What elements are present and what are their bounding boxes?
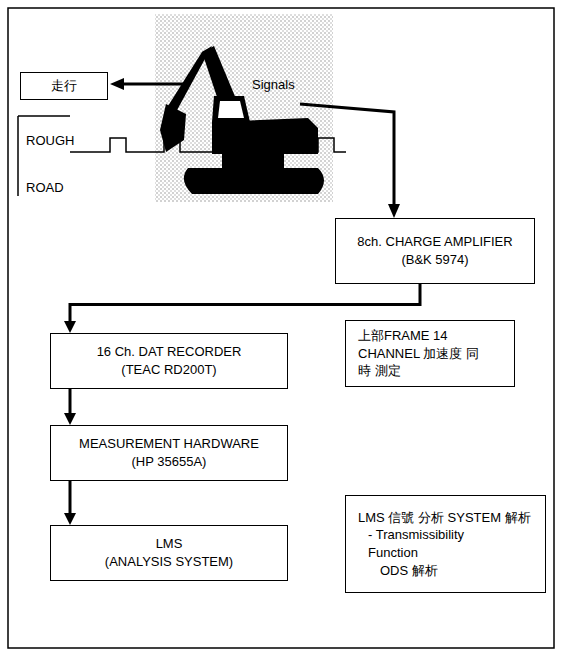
travel-arrow [122, 83, 184, 86]
note-text: - Transmissibility Function [358, 526, 486, 561]
cab-window [218, 101, 244, 118]
connector-line [70, 284, 420, 323]
box-text: 8ch. CHARGE AMPLIFIER [357, 233, 512, 251]
connector-line [69, 389, 72, 415]
arrowhead [110, 78, 124, 90]
arrowhead [64, 513, 76, 525]
stipple-ground [155, 14, 333, 202]
road-bracket [17, 116, 19, 196]
box-text: (HP 35655A) [132, 453, 207, 471]
process-box: 16 Ch. DAT RECORDER(TEAC RD200T) [50, 333, 288, 389]
connector-line [69, 481, 72, 515]
box-text: MEASUREMENT HARDWARE [79, 435, 259, 453]
note-text: 上部FRAME 14 CHANNEL 加速度 同時 測定 [358, 327, 483, 380]
arrowhead [64, 413, 76, 425]
process-box: 8ch. CHARGE AMPLIFIER(B&K 5974) [335, 218, 535, 284]
box-text: 走行 [51, 77, 77, 95]
note-text: ODS 解析 [358, 562, 438, 580]
box-text: LMS [156, 535, 183, 553]
box-text: (B&K 5974) [401, 251, 468, 269]
road-bracket [18, 115, 70, 117]
note-text: LMS 信號 分析 SYSTEM 解析 [358, 509, 531, 527]
frame-border [8, 8, 554, 648]
box-text: (TEAC RD200T) [121, 361, 216, 379]
arrowhead [64, 321, 76, 333]
road-label: ROUGH ROAD [26, 118, 74, 212]
signal-label: Signals [252, 76, 295, 94]
arrowhead [388, 204, 400, 218]
process-box: MEASUREMENT HARDWARE(HP 35655A) [50, 425, 288, 481]
note-box: 上部FRAME 14 CHANNEL 加速度 同時 測定 [345, 320, 515, 387]
signal-arrow [300, 104, 394, 206]
process-box: LMS(ANALYSIS SYSTEM) [50, 525, 288, 581]
process-box: 走行 [20, 72, 108, 100]
road-profile [70, 138, 346, 152]
box-text: 16 Ch. DAT RECORDER [97, 343, 242, 361]
note-box: LMS 信號 分析 SYSTEM 解析- Transmissibility Fu… [345, 495, 546, 593]
flow-arrow [64, 389, 76, 425]
box-text: (ANALYSIS SYSTEM) [105, 553, 233, 571]
excavator-figure [160, 46, 324, 194]
flow-arrow [64, 481, 76, 525]
